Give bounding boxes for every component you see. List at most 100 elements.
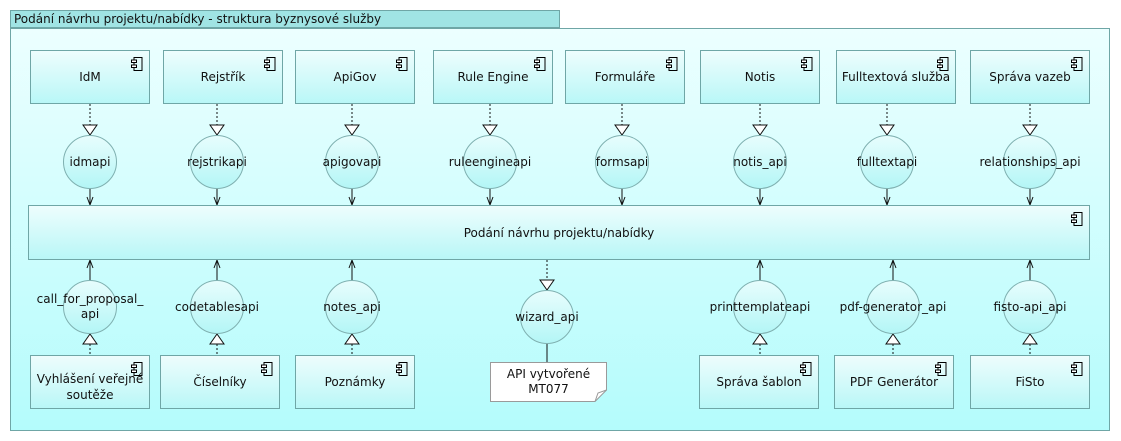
component-icon [935,362,947,376]
component-vyhlaseni-verejne-souteze[interactable]: Vyhlášení veřejné soutěže [30,355,150,409]
realization-arrowhead [1022,333,1038,345]
component-icon [937,57,949,71]
component-icon [396,57,408,71]
component-icon [264,57,276,71]
component-label: FiSto [1015,375,1045,389]
interface-label: fulltextapi [856,155,918,169]
component-fulltextova-sluzba[interactable]: Fulltextová služba [836,50,956,104]
component-icon [131,362,143,376]
interface-label: pdf-generator_api [839,300,947,314]
component-ciselniky[interactable]: Číselníky [160,355,280,409]
realization-arrowhead [752,333,768,345]
component-icon [396,362,408,376]
usage-arrowhead [889,258,897,269]
interface-pdf-generator-api[interactable] [866,280,920,334]
component-icon [131,57,143,71]
realization-arrowhead [209,124,225,136]
component-label: ApiGov [333,70,377,84]
component-sprava-vazeb[interactable]: Správa vazeb [970,50,1090,104]
interface-call-for-proposal-api[interactable] [63,280,117,334]
realization-arrowhead [1022,124,1038,136]
diagram-title: Podání návrhu projektu/nabídky - struktu… [10,10,560,28]
component-icon [534,57,546,71]
component-poznamky[interactable]: Poznámky [295,355,415,409]
interface-label: wizard_api [515,310,579,324]
note-text: API vytvořené MT077 [506,367,591,396]
interface-label: rejstrikapi [187,155,247,169]
usage-arrowhead [213,258,221,269]
component-podani-navrhu[interactable]: Podání návrhu projektu/nabídky [28,205,1090,260]
component-apigov[interactable]: ApiGov [295,50,415,104]
interface-label: fisto-api_api [993,300,1067,314]
interface-wizard-api[interactable] [520,290,574,344]
component-icon [666,57,678,71]
component-icon [1071,362,1083,376]
interface-formsapi[interactable] [595,135,649,189]
usage-arrowhead [1026,258,1034,269]
realization-arrowhead [482,124,498,136]
component-label: Podání návrhu projektu/nabídky [463,225,655,240]
interface-label: codetablesapi [175,300,259,314]
realization-arrowhead [344,333,360,345]
component-label: Rule Engine [457,70,529,84]
component-label: Rejstřík [200,70,246,84]
interface-label: notes_api [323,300,381,314]
interface-printtemplateapi[interactable] [733,280,787,334]
interface-label: notis_api [733,155,787,169]
realization-arrowhead [885,333,901,345]
component-icon [1071,57,1083,71]
interface-label: apigovapi [322,155,382,169]
component-label: Vyhlášení veřejné soutěže [36,372,144,402]
component-label: Formuláře [594,70,656,84]
component-label: Notis [744,70,776,84]
interface-fulltextapi[interactable] [860,135,914,189]
component-label: Číselníky [193,375,247,389]
interface-rejstrikapi[interactable] [190,135,244,189]
realization-arrowhead [209,333,225,345]
usage-arrowhead [756,258,764,269]
component-label: IdM [79,70,101,84]
interface-label: formsapi [595,155,649,169]
component-icon [800,362,812,376]
component-rejstrik[interactable]: Rejstřík [163,50,283,104]
interface-notes-api[interactable] [325,280,379,334]
component-icon [1071,212,1083,226]
interface-label: ruleengineapi [448,155,532,169]
component-fisto[interactable]: FiSto [970,355,1090,409]
note: API vytvořené MT077 [490,362,607,402]
component-sprava-sablon[interactable]: Správa šablon [699,355,819,409]
realization-arrowhead [614,124,630,136]
component-icon [801,57,813,71]
interface-label: printtemplateapi [709,300,811,314]
component-label: Správa vazeb [989,70,1071,84]
realization-arrowhead [879,124,895,136]
interface-apigovapi[interactable] [325,135,379,189]
interface-idmapi[interactable] [63,135,117,189]
component-formulare[interactable]: Formuláře [565,50,685,104]
realization-arrowhead [539,279,555,291]
realization-arrowhead [82,124,98,136]
interface-relationships-api[interactable] [1003,135,1057,189]
component-pdf-generator[interactable]: PDF Generátor [834,355,954,409]
component-label: Poznámky [324,375,386,389]
component-label: Fulltextová služba [841,70,951,84]
note-shape [490,362,607,402]
component-idm[interactable]: IdM [30,50,150,104]
usage-arrowhead [348,258,356,269]
component-rule-engine[interactable]: Rule Engine [433,50,553,104]
interface-codetablesapi[interactable] [190,280,244,334]
component-notis[interactable]: Notis [700,50,820,104]
component-icon [261,362,273,376]
realization-arrowhead [344,124,360,136]
interface-label: relationships_api [979,155,1081,169]
interface-fisto-api-api[interactable] [1003,280,1057,334]
realization-arrowhead [82,333,98,345]
realization-arrowhead [752,124,768,136]
interface-label-text: call_for_proposal_ api [36,292,144,321]
component-label: Správa šablon [716,375,802,389]
interface-label: call_for_proposal_ api [10,292,170,322]
component-label: PDF Generátor [849,375,939,389]
usage-arrowhead [86,258,94,269]
interface-ruleengineapi[interactable] [463,135,517,189]
interface-notis-api[interactable] [733,135,787,189]
